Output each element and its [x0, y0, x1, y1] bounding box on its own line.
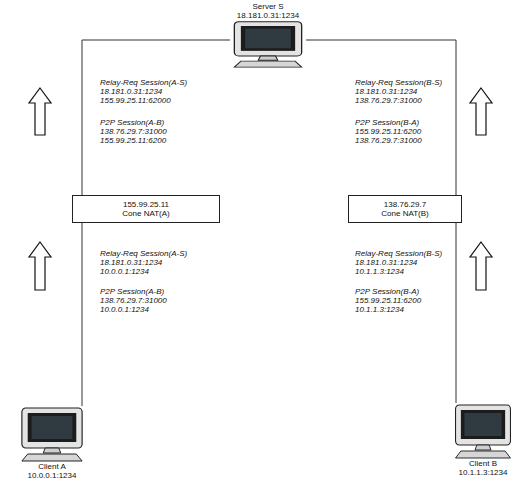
computer-node: Server S18.181.0.31:1234: [230, 2, 306, 68]
session-label: 18.181.0.31:1234: [355, 87, 417, 96]
session-label: 155.99.25.11:62000: [100, 96, 171, 105]
node-name: Client A: [18, 462, 86, 471]
flow-arrow: [29, 242, 51, 290]
computer-icon: [230, 20, 306, 68]
computer-icon: [18, 406, 86, 462]
nat-box: 138.76.29.7Cone NAT(B): [348, 195, 462, 223]
session-label: 138.76.29.7:31000: [100, 296, 167, 305]
connector-line: [456, 223, 457, 403]
node-name: Server S: [230, 2, 306, 11]
computer-node: Client A10.0.0.1:1234: [18, 406, 86, 480]
session-label: 138.76.29.7:31000: [355, 136, 422, 145]
flow-arrow: [29, 88, 51, 135]
session-label: 138.76.29.7:31000: [355, 96, 422, 105]
node-address: Cone NAT(A): [77, 209, 215, 218]
session-label: Relay-Req Session(A-S): [100, 249, 187, 258]
node-address: Cone NAT(B): [353, 209, 457, 218]
session-label: 18.181.0.31:1234: [100, 258, 162, 267]
node-address: 10.0.0.1:1234: [18, 471, 86, 480]
flow-arrow: [470, 88, 492, 135]
computer-node: Client B10.1.1.3:1234: [452, 403, 514, 477]
session-label: P2P Session(A-B): [100, 287, 164, 296]
nat-box: 155.99.25.11Cone NAT(A): [72, 195, 220, 223]
session-label: 10.1.1.3:1234: [355, 267, 404, 276]
session-label: P2P Session(B-A): [355, 287, 419, 296]
session-label: P2P Session(B-A): [355, 118, 419, 127]
session-label: Relay-Req Session(B-S): [355, 78, 442, 87]
node-address: 18.181.0.31:1234: [230, 11, 306, 20]
computer-icon: [452, 403, 514, 459]
session-label: Relay-Req Session(B-S): [355, 249, 442, 258]
session-label: 10.0.0.1:1234: [100, 305, 149, 314]
session-label: P2P Session(A-B): [100, 118, 164, 127]
session-label: 138.76.29.7:31000: [100, 127, 167, 136]
connector-line: [82, 40, 230, 195]
node-name: Client B: [452, 459, 514, 468]
connector-line: [82, 223, 83, 406]
session-label: Relay-Req Session(A-S): [100, 78, 187, 87]
session-label: 155.99.25.11:6200: [100, 136, 166, 145]
session-label: 155.99.25.11:6200: [355, 296, 421, 305]
session-label: 18.181.0.31:1234: [100, 87, 162, 96]
node-name: 138.76.29.7: [353, 200, 457, 209]
connector-line: [306, 40, 456, 195]
node-address: 10.1.1.3:1234: [452, 468, 514, 477]
node-name: 155.99.25.11: [77, 200, 215, 209]
flow-arrow: [470, 242, 492, 290]
session-label: 10.1.1.3:1234: [355, 305, 404, 314]
session-label: 10.0.0.1:1234: [100, 267, 149, 276]
session-label: 18.181.0.31:1234: [355, 258, 417, 267]
session-label: 155.99.25.11:6200: [355, 127, 421, 136]
